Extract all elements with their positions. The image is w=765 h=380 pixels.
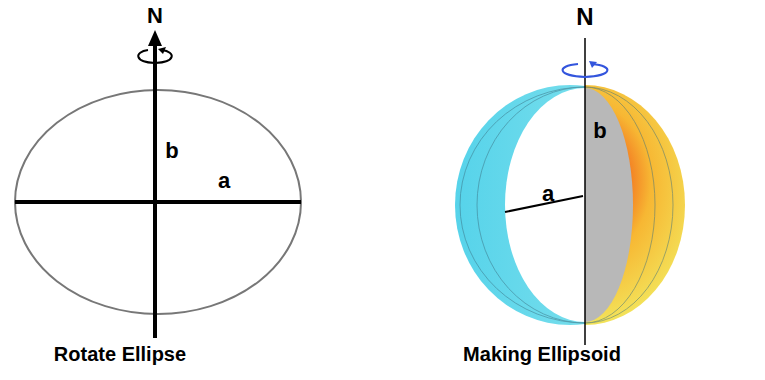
caption-text: Rotate Ellipse	[54, 344, 186, 364]
semi-major-axis-label: a	[542, 183, 554, 205]
north-label: N	[576, 5, 593, 29]
ellipsoid-figure	[455, 38, 710, 345]
caption-text: Making Ellipsoid	[463, 344, 621, 364]
semi-minor-axis-label: b	[165, 140, 178, 162]
semi-minor-axis-label: b	[593, 120, 606, 142]
semi-major-axis-label: a	[218, 170, 230, 192]
north-label: N	[147, 5, 163, 27]
ellipse-figure	[15, 30, 301, 338]
